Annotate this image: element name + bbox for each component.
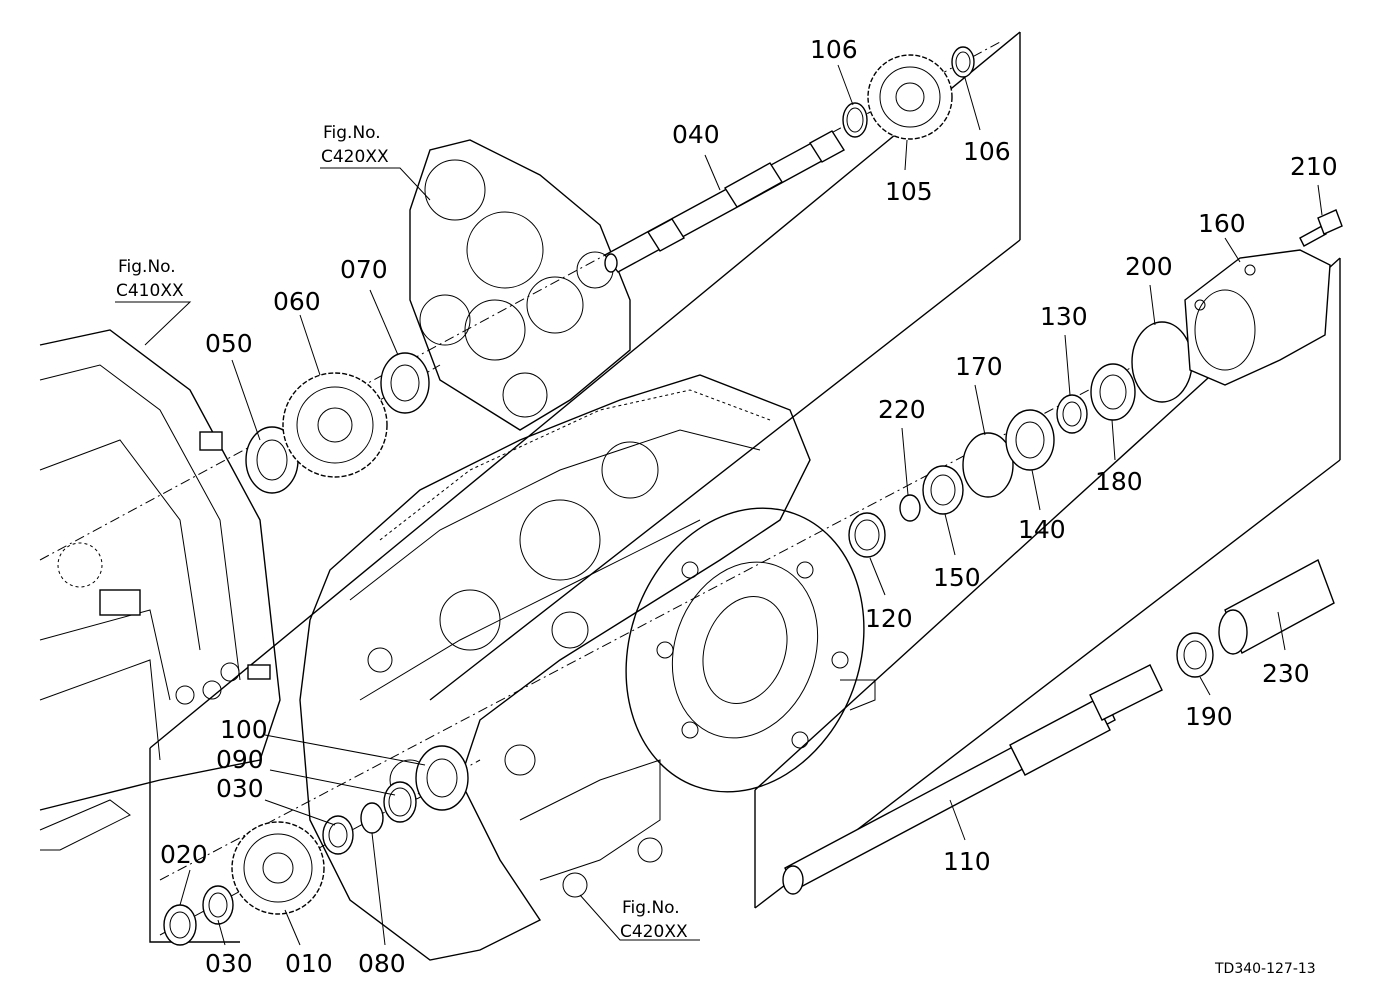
label-150: 150 [933,563,981,592]
label-140: 140 [1018,515,1066,544]
label-040: 040 [672,120,720,149]
label-060: 060 [273,287,321,316]
gear-010 [231,821,325,915]
label-050: 050 [205,329,253,358]
label-100: 100 [220,715,268,744]
snap-ring-220 [899,494,921,522]
label-210: 210 [1290,152,1338,181]
label-020: 020 [160,840,208,869]
label-030-bottom: 030 [205,949,253,978]
bearing-140 [1005,409,1055,471]
label-105: 105 [885,177,933,206]
label-180: 180 [1095,467,1143,496]
label-090: 090 [216,745,264,774]
fig-ref-code: C420XX [620,922,688,942]
main-case [299,374,811,961]
label-170: 170 [955,352,1003,381]
label-130: 130 [1040,302,1088,331]
o-ring-200 [1131,321,1193,403]
snap-ring-170 [962,432,1014,498]
bearing-070 [380,352,430,414]
fig-ref-c420-top: Fig.No. C420XX [321,123,389,167]
label-230: 230 [1262,659,1310,688]
left-housing [39,329,281,851]
part-labels: 020 030 010 030 080 090 100 050 060 070 … [160,35,1338,978]
label-220: 220 [878,395,926,424]
collar-130 [1056,394,1088,434]
label-080: 080 [358,949,406,978]
bearing-180 [1090,363,1136,421]
collar-230 [1218,559,1335,655]
label-200: 200 [1125,252,1173,281]
fig-ref-code: C420XX [321,147,389,167]
collar-020 [163,904,197,946]
label-110: 110 [943,847,991,876]
snap-ring-106-b [951,46,975,78]
fig-ref-c410: Fig.No. C410XX [116,257,184,301]
shaft-040 [603,130,845,273]
top-plate [409,139,631,431]
needle-bearing-030-b [322,815,354,855]
gear-105 [867,54,953,140]
fig-ref-code: C410XX [116,281,184,301]
sleeve-120 [848,512,886,558]
needle-bearing-030-a [202,885,234,925]
seal-190 [1176,632,1214,678]
fig-ref-caption: Fig.No. [118,257,176,277]
label-190: 190 [1185,702,1233,731]
shaft-110 [782,664,1163,895]
label-030-upper: 030 [216,774,264,803]
snap-ring-080 [360,802,384,834]
label-106-left: 106 [810,35,858,64]
bolt-210 [1299,209,1343,247]
bearing-100 [415,745,469,811]
fig-ref-caption: Fig.No. [622,898,680,918]
leader-lines [115,64,1323,946]
fig-ref-caption: Fig.No. [323,123,381,143]
cover-160 [1184,249,1331,386]
label-106-right: 106 [963,137,1011,166]
fig-ref-c420-bottom: Fig.No. C420XX [620,898,688,942]
label-010: 010 [285,949,333,978]
collar-090 [383,781,417,823]
seal-150 [922,465,964,515]
assembly-frames [149,31,1341,943]
drawing-code: TD340-127-13 [1214,961,1316,977]
rear-flange [625,507,876,793]
gear-060 [282,372,388,478]
label-120: 120 [865,604,913,633]
snap-ring-106-a [842,102,868,138]
label-160: 160 [1198,209,1246,238]
label-070: 070 [340,255,388,284]
